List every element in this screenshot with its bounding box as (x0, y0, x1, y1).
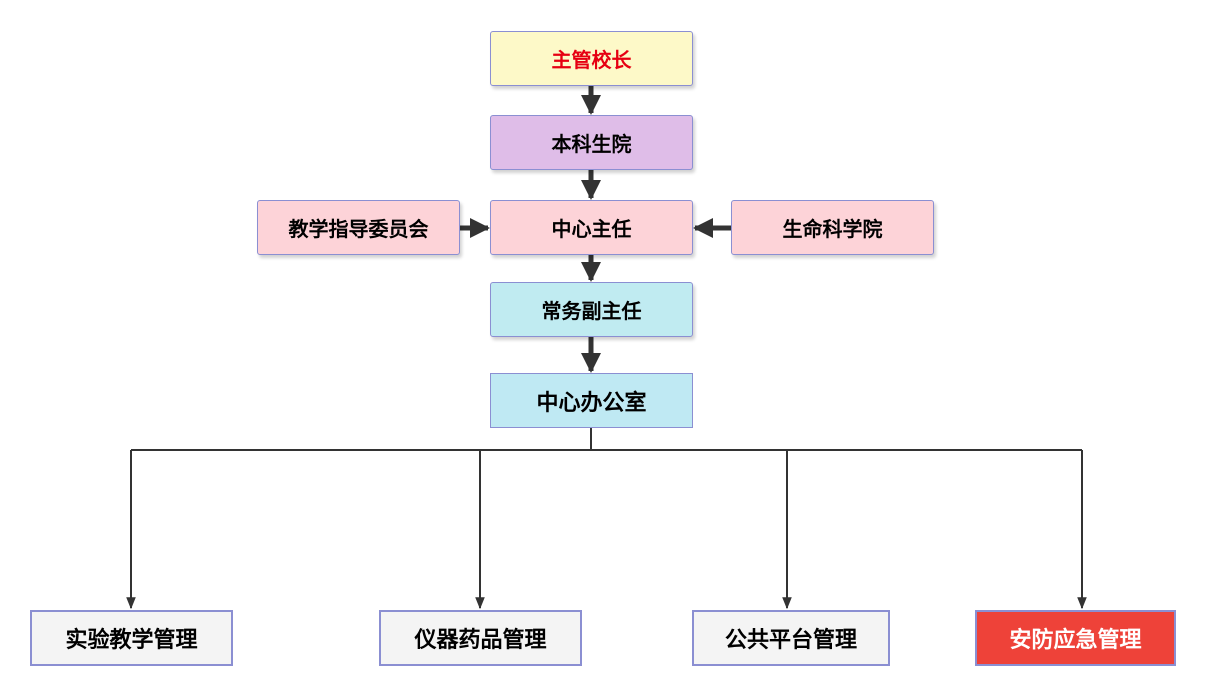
center-director-label: 中心主任 (551, 217, 632, 241)
life-science-college-box: 生命科学院 (731, 200, 934, 255)
public-platform-management-label: 公共平台管理 (724, 628, 857, 653)
center-office-label: 中心办公室 (536, 390, 647, 416)
undergrad-college-box: 本科生院 (490, 115, 693, 170)
life-science-college-label: 生命科学院 (782, 217, 883, 241)
teaching-committee-label: 教学指导委员会 (288, 217, 429, 241)
instrument-reagent-management-box: 仪器药品管理 (379, 610, 582, 666)
safety-emergency-management-label: 安防应急管理 (1009, 628, 1142, 653)
principal-box: 主管校长 (490, 31, 693, 86)
public-platform-management-box: 公共平台管理 (692, 610, 890, 666)
center-office-box: 中心办公室 (490, 373, 693, 428)
lab-teaching-management-label: 实验教学管理 (65, 628, 198, 653)
principal-label: 主管校长 (551, 48, 632, 72)
safety-emergency-management-box: 安防应急管理 (975, 610, 1176, 666)
deputy-director-box: 常务副主任 (490, 282, 693, 337)
deputy-director-label: 常务副主任 (541, 299, 642, 323)
undergrad-college-label: 本科生院 (551, 132, 632, 156)
teaching-committee-box: 教学指导委员会 (257, 200, 460, 255)
lab-teaching-management-box: 实验教学管理 (30, 610, 233, 666)
instrument-reagent-management-label: 仪器药品管理 (414, 628, 547, 653)
center-director-box: 中心主任 (490, 200, 693, 255)
